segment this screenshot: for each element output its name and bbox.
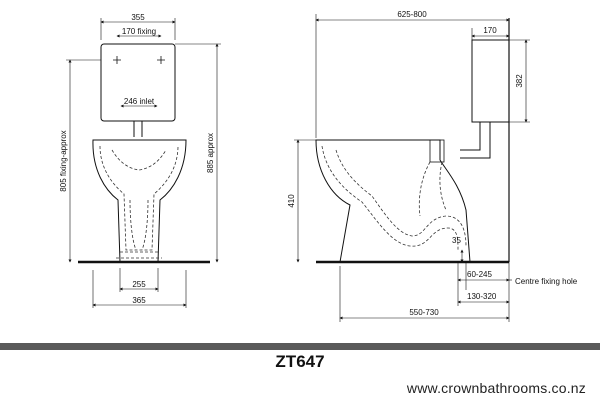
label-pan-base: 255 [132, 280, 146, 289]
front-view [66, 18, 221, 308]
label-pan-width: 365 [132, 296, 146, 305]
label-centre-fixing: Centre fixing hole [515, 277, 578, 286]
label-fixing-spacing: 170 fixing [122, 27, 156, 36]
front-cistern [100, 43, 176, 122]
label-height-fixing: 805 fixing-approx [59, 130, 68, 191]
label-outlet-height: 35 [452, 236, 461, 245]
label-outlet-offset-b: 130-320 [467, 292, 497, 301]
label-cistern-depth: 170 [483, 26, 497, 35]
front-pan [92, 139, 187, 263]
front-flush-pipe [133, 121, 143, 137]
side-pan [315, 139, 471, 263]
footer-divider [0, 343, 600, 350]
side-view [294, 14, 530, 322]
label-cistern-height: 382 [515, 74, 524, 88]
label-overall-depth: 625-800 [397, 10, 427, 19]
label-outlet-offset-a: 60-245 [467, 270, 492, 279]
side-flush-pipe [460, 122, 491, 159]
website-url[interactable]: www.crownbathrooms.co.nz [406, 380, 586, 396]
label-cistern-width: 355 [131, 13, 145, 22]
label-height-total: 885 approx [206, 133, 215, 173]
label-pan-height: 410 [287, 194, 296, 208]
side-cistern [471, 39, 510, 123]
model-number: ZT647 [275, 352, 325, 371]
label-base-depth: 550-730 [409, 308, 439, 317]
label-inlet: 246 inlet [124, 97, 155, 106]
